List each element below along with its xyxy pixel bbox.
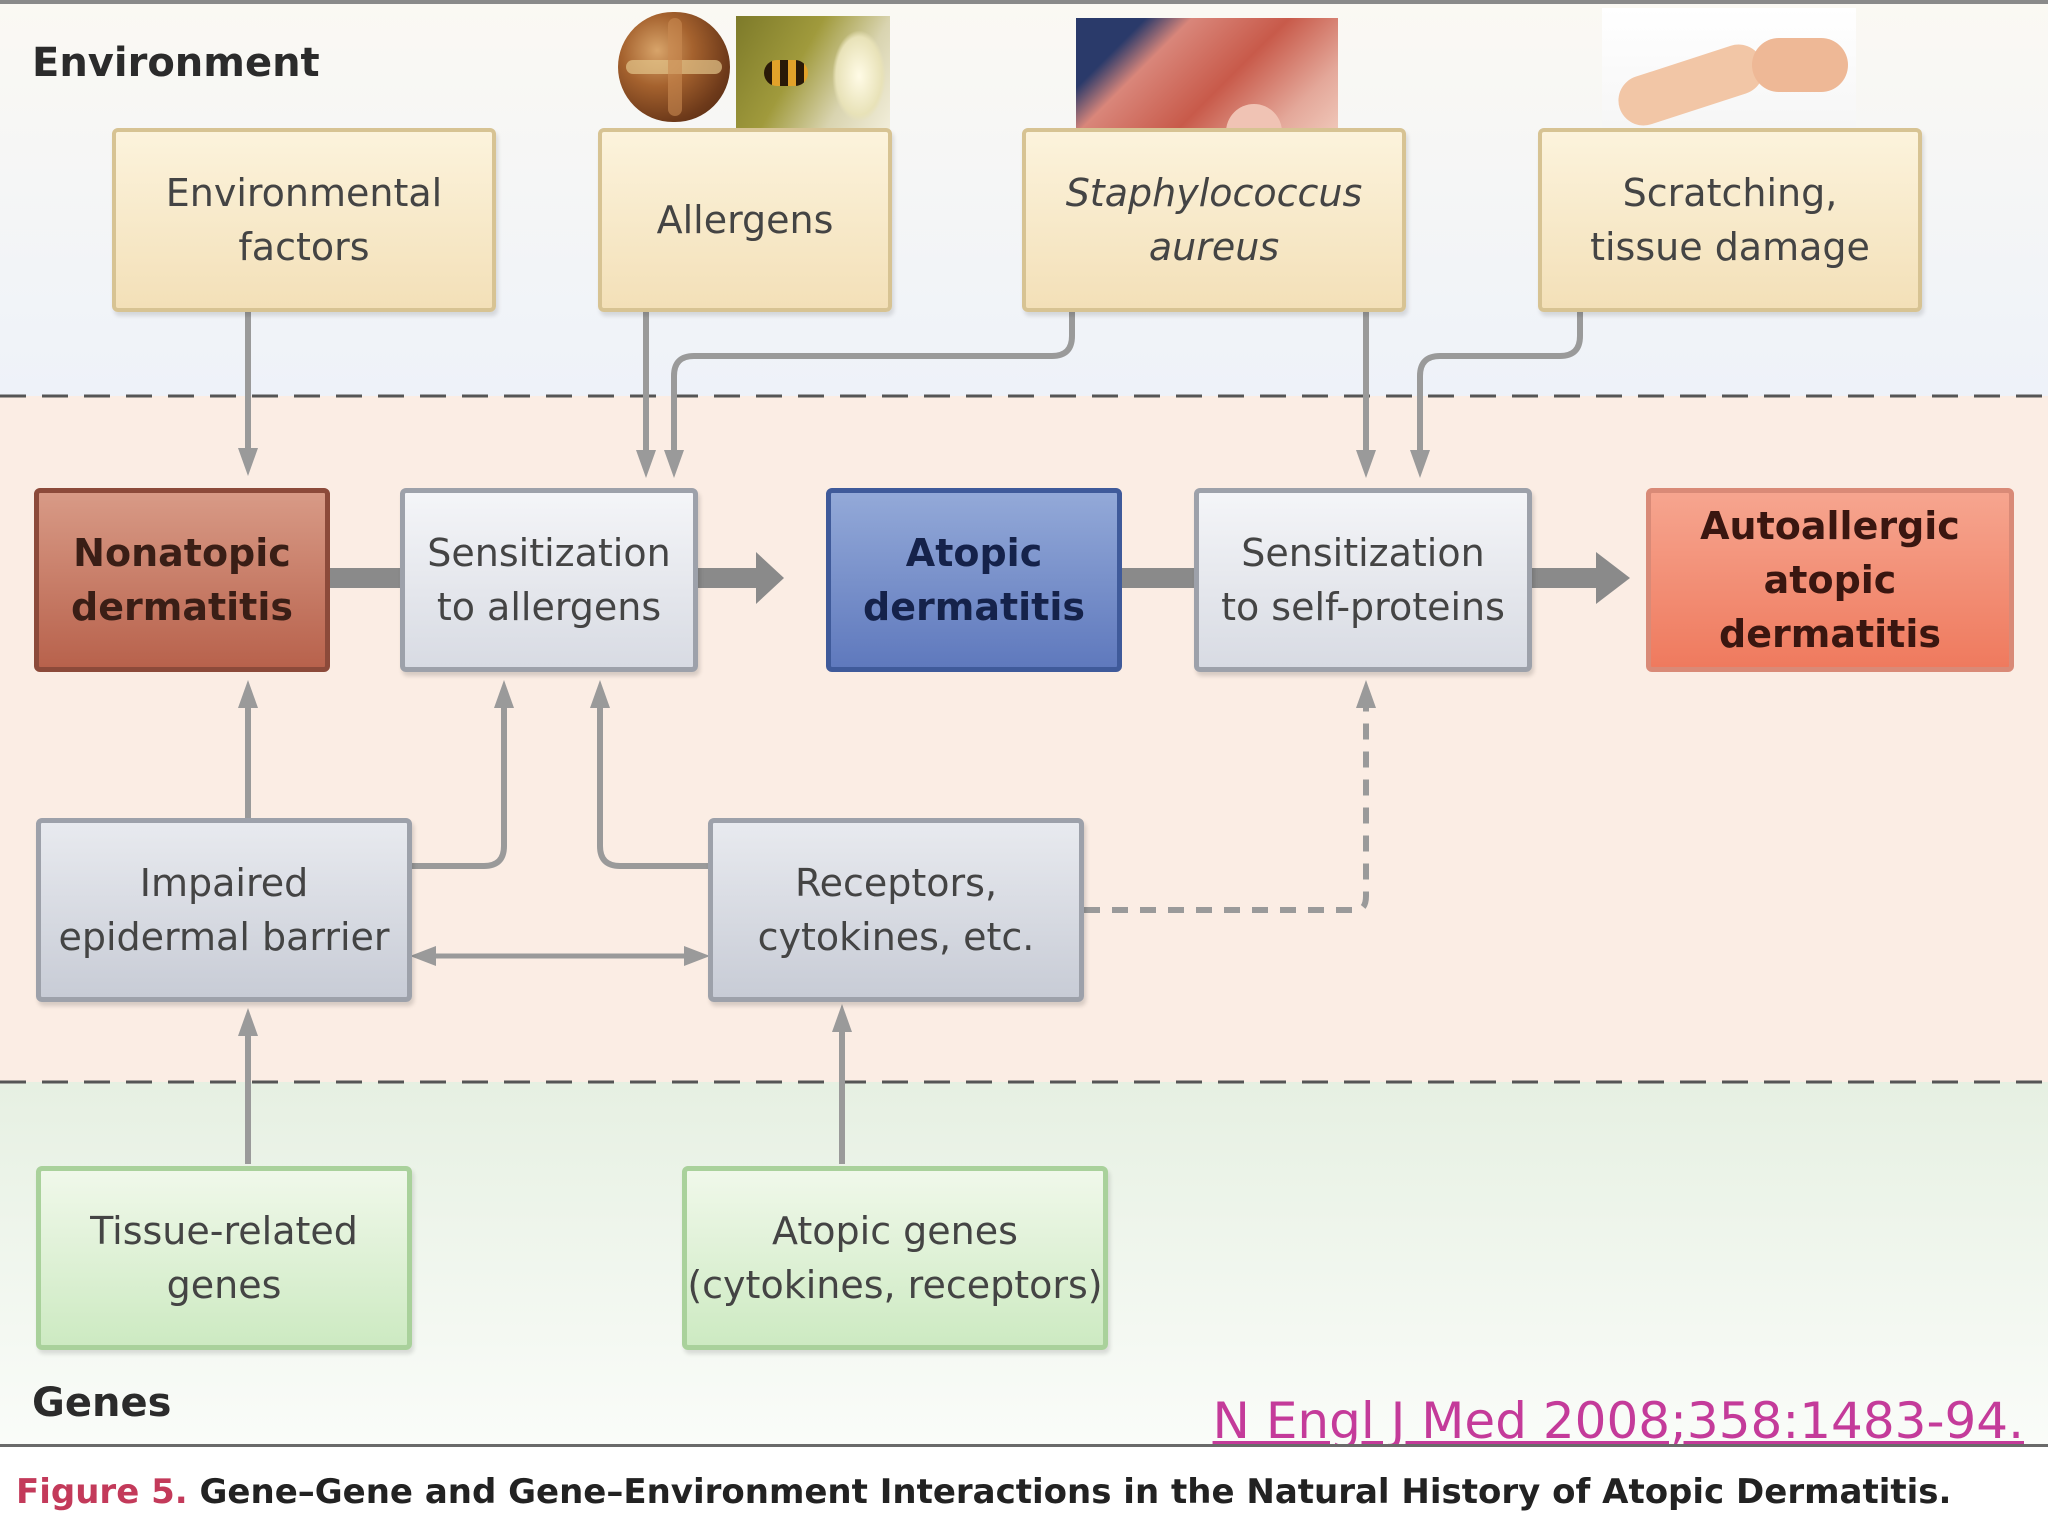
arrowhead <box>1596 552 1630 604</box>
tissue-genes-line1: Tissue-related <box>90 1209 358 1253</box>
autoallergic-line2: atopic dermatitis <box>1719 558 1941 656</box>
figure-caption: Figure 5. Gene–Gene and Gene–Environment… <box>16 1472 1951 1512</box>
arrow-scratching-to-selfsens <box>1417 312 1583 458</box>
arrowhead <box>238 680 258 708</box>
caption-rule <box>0 1444 2048 1447</box>
arrowhead <box>590 680 610 708</box>
receptors-line1: Receptors, <box>794 861 998 905</box>
top-rule <box>0 0 2048 4</box>
arrowhead <box>1356 680 1376 708</box>
environmental-factors-box: Environmental factors <box>112 128 496 312</box>
autoallergic-atopic-dermatitis-box: Autoallergic atopic dermatitis <box>1646 488 2014 672</box>
receptors-line2: cytokines, etc. <box>757 915 1035 959</box>
barrier-line1: Impaired <box>139 861 309 905</box>
sens-allergens-line2: to allergens <box>436 585 662 629</box>
arrowhead <box>684 946 710 966</box>
autoallergic-line1: Autoallergic <box>1700 504 1960 548</box>
scratching-box: Scratching, tissue damage <box>1538 128 1922 312</box>
arrow-receptors-to-sens <box>597 698 710 869</box>
allergens-box: Allergens <box>598 128 892 312</box>
environmental-factors-line1: Environmental <box>165 171 443 215</box>
receptors-cytokines-box: Receptors, cytokines, etc. <box>708 818 1084 1002</box>
tissue-related-genes-box: Tissue-related genes <box>36 1166 412 1350</box>
staphylococcus-box: Staphylococcus aureus <box>1022 128 1406 312</box>
bee-and-pollen-photo <box>736 16 890 134</box>
tissue-genes-line2: genes <box>166 1263 282 1307</box>
arrow-barrier-to-sens <box>412 698 507 869</box>
atopic-dermatitis-box: Atopic dermatitis <box>826 488 1122 672</box>
atopic-line2: dermatitis <box>863 585 1085 629</box>
sensitization-self-proteins-box: Sensitization to self-proteins <box>1194 488 1532 672</box>
nonatopic-dermatitis-box: Nonatopic dermatitis <box>34 488 330 672</box>
sens-self-line2: to self-proteins <box>1221 585 1505 629</box>
nuts-and-seeds-photo <box>618 12 730 122</box>
arrowhead <box>664 450 684 478</box>
arrowhead <box>832 1004 852 1032</box>
arrowhead <box>238 448 258 476</box>
arrowhead <box>636 450 656 478</box>
environmental-factors-line2: factors <box>238 225 370 269</box>
arrow-staph-to-sens <box>671 312 1075 458</box>
infant-eczema-photo <box>1076 18 1338 144</box>
arrowhead <box>238 1008 258 1036</box>
staphylococcus-line1: Staphylococcus <box>1065 171 1363 215</box>
impaired-epidermal-barrier-box: Impaired epidermal barrier <box>36 818 412 1002</box>
figure-title: Gene–Gene and Gene–Environment Interacti… <box>199 1472 1952 1512</box>
arrowhead <box>410 946 436 966</box>
atopic-genes-line2: (cytokines, receptors) <box>687 1263 1103 1307</box>
journal-citation[interactable]: N Engl J Med 2008;358:1483-94. <box>1212 1392 2024 1450</box>
arrowhead <box>1356 450 1376 478</box>
barrier-line2: epidermal barrier <box>58 915 390 959</box>
sens-self-line1: Sensitization <box>1241 531 1485 575</box>
scratching-line1: Scratching, <box>1622 171 1838 215</box>
staphylococcus-line2: aureus <box>1148 225 1280 269</box>
arrowhead <box>494 680 514 708</box>
arrowhead <box>1410 450 1430 478</box>
atopic-genes-line1: Atopic genes <box>772 1209 1018 1253</box>
arrow-receptors-to-selfsens <box>1084 698 1369 913</box>
allergens-label: Allergens <box>656 198 834 242</box>
sens-allergens-line1: Sensitization <box>427 531 671 575</box>
nonatopic-line2: dermatitis <box>71 585 293 629</box>
environment-label: Environment <box>32 40 320 86</box>
figure-number: Figure 5. <box>16 1472 188 1512</box>
sensitization-allergens-box: Sensitization to allergens <box>400 488 698 672</box>
genes-label: Genes <box>32 1380 172 1426</box>
scratching-line2: tissue damage <box>1590 225 1870 269</box>
chain-arrow-shaft <box>1530 568 1600 588</box>
chain-arrow-shaft <box>694 568 758 588</box>
arrowhead <box>756 552 784 604</box>
caption-bar <box>0 1444 2048 1536</box>
atopic-genes-box: Atopic genes (cytokines, receptors) <box>682 1166 1108 1350</box>
atopic-line1: Atopic <box>905 531 1043 575</box>
nonatopic-line1: Nonatopic <box>73 531 291 575</box>
